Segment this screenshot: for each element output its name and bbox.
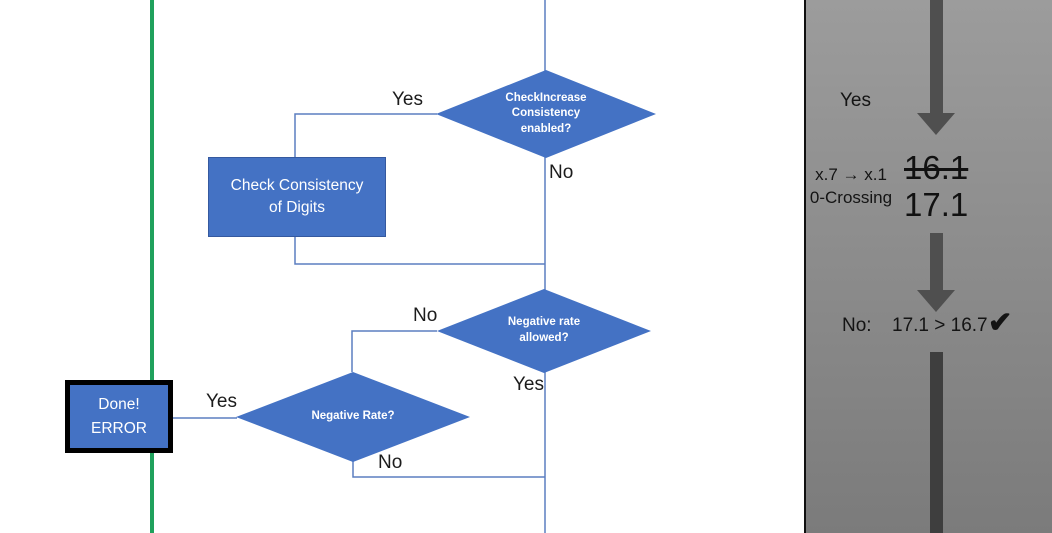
value-comparison-block: 16.1 17.1 bbox=[904, 149, 968, 223]
edge-label-d3-no: No bbox=[378, 452, 403, 473]
edge-label-d3-yes: Yes bbox=[206, 391, 237, 412]
down-arrow-2-head bbox=[917, 290, 955, 312]
comparison-prefix: No: bbox=[842, 315, 872, 336]
decision-checkincrease-label: CheckIncrease Consistency enabled? bbox=[505, 91, 587, 135]
crossing-note-line1: x.7 → x.1 bbox=[815, 165, 887, 184]
terminal-done-error: Done! ERROR bbox=[65, 380, 173, 453]
new-value: 17.1 bbox=[904, 186, 969, 223]
down-arrow-1-head bbox=[917, 113, 955, 135]
down-arrow-2-shaft bbox=[930, 233, 943, 290]
edge-label-d1-no: No bbox=[549, 162, 574, 183]
process-check-consistency-label: Check Consistency of Digits bbox=[230, 176, 364, 216]
green-guide-line bbox=[150, 0, 154, 533]
down-arrow-3-shaft bbox=[930, 352, 943, 533]
panel-yes-label: Yes bbox=[840, 90, 871, 111]
comparison-expression: 17.1 > 16.7 bbox=[892, 315, 988, 336]
process-check-consistency: Check Consistency of Digits bbox=[208, 157, 386, 237]
edge-label-d2-no: No bbox=[413, 305, 438, 326]
connector-process-return bbox=[294, 235, 545, 265]
down-arrow-1-shaft bbox=[930, 0, 943, 113]
old-value: 16.1 bbox=[904, 149, 969, 186]
edge-label-d1-yes: Yes bbox=[392, 89, 423, 110]
terminal-done-error-label: Done! ERROR bbox=[91, 396, 147, 437]
checkmark-icon: ✔ bbox=[988, 307, 1013, 339]
connector-d1-yes bbox=[294, 113, 437, 157]
edge-label-d2-yes: Yes bbox=[513, 374, 544, 395]
decision-negative-rate-label: Negative Rate? bbox=[311, 410, 395, 423]
crossing-note-line2: 0-Crossing bbox=[809, 187, 893, 207]
connector-d2-no bbox=[351, 330, 437, 372]
crossing-note: x.7 → x.1 0-Crossing bbox=[806, 164, 896, 209]
connector-d3-no bbox=[352, 461, 545, 478]
decision-negative-rate-allowed-label: Negative rate allowed? bbox=[507, 316, 581, 344]
side-panel: Yes x.7 → x.1 0-Crossing 16.1 17.1 No: 1… bbox=[804, 0, 1052, 533]
